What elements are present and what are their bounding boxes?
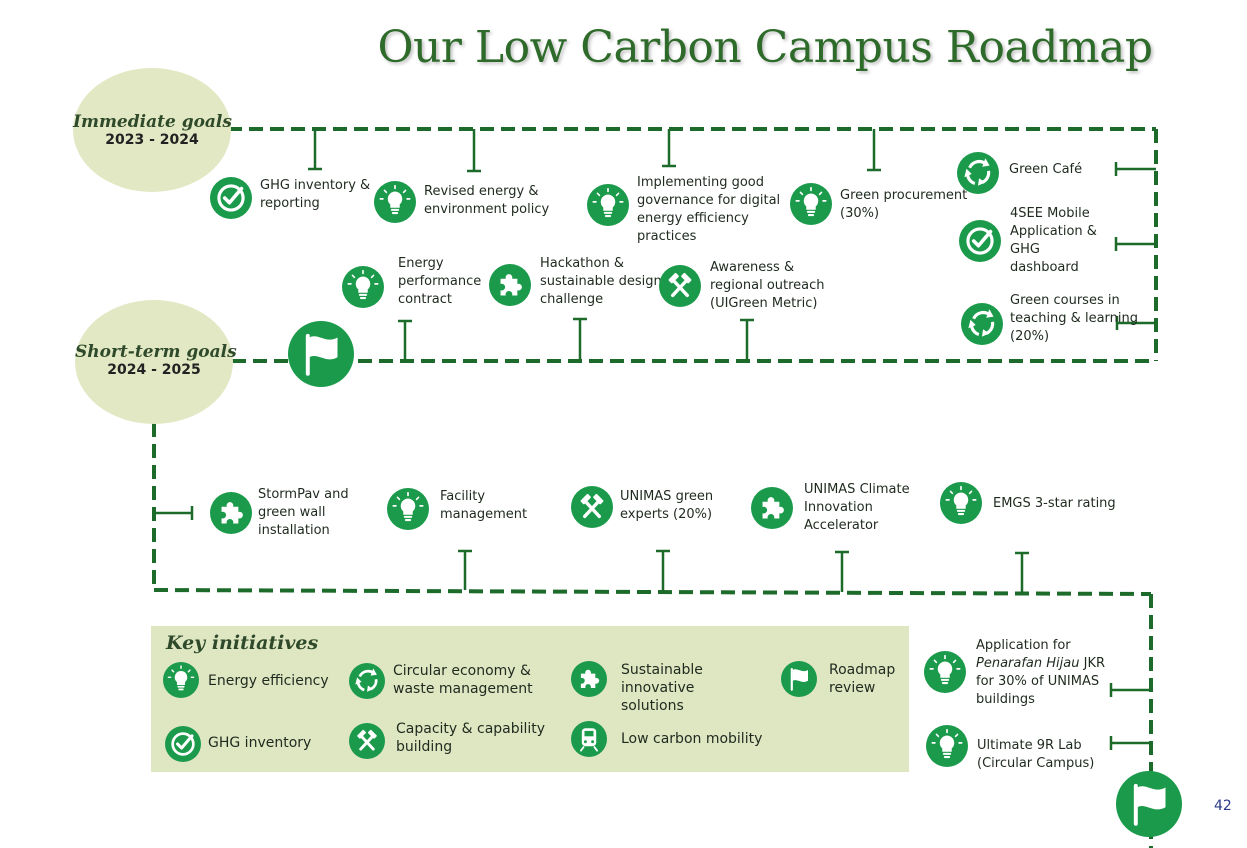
immediate-goals-title: Immediate goals	[73, 112, 232, 132]
item-revised-energy-policy: Revised energy & environment policy	[424, 184, 550, 217]
lightbulb-icon	[342, 266, 384, 308]
item-penarafan-hijau-italic: Penarafan Hijau	[976, 656, 1080, 671]
item-unimas-green-experts: UNIMAS green experts (20%)	[620, 489, 714, 522]
short-term-goals-title: Short-term goals	[75, 342, 237, 362]
ghg-check-icon	[165, 726, 201, 762]
item-penarafan-hijau: Application for Penarafan Hijau JKR for …	[976, 637, 1116, 709]
ki-sustainable-solutions: Sustainable innovative solutions	[621, 662, 703, 714]
flag-icon	[1116, 771, 1182, 837]
puzzle-icon	[751, 487, 793, 529]
puzzle-icon	[489, 264, 531, 306]
immediate-goals-years: 2023 - 2024	[105, 132, 199, 148]
immediate-goals-bubble: Immediate goals 2023 - 2024	[73, 68, 232, 192]
flag-icon	[288, 321, 354, 387]
item-green-courses: Green courses in teaching & learning (20…	[1010, 293, 1138, 344]
lightbulb-icon	[387, 488, 429, 530]
item-stormpav: StormPav and green wall installation	[258, 487, 349, 538]
ghg-check-icon	[210, 177, 252, 219]
ghg-check-icon	[959, 220, 1001, 262]
item-climate-accelerator: UNIMAS Climate Innovation Accelerator	[804, 482, 910, 533]
tools-icon	[571, 486, 613, 528]
item-ghg-inventory-reporting: GHG inventory & reporting	[260, 178, 371, 211]
short-term-goals-bubble: Short-term goals 2024 - 2025	[75, 300, 237, 424]
flag-icon	[781, 661, 817, 697]
lightbulb-icon	[163, 662, 199, 698]
item-ultimate-9r-lab: Ultimate 9R Lab (Circular Campus)	[977, 738, 1095, 771]
ki-ghg-inventory: GHG inventory	[208, 735, 312, 751]
recycle-icon	[349, 663, 385, 699]
lightbulb-icon	[940, 482, 982, 524]
item-energy-performance-contract: Energy performance contract	[398, 256, 482, 307]
lightbulb-icon	[926, 725, 968, 767]
ki-energy-efficiency: Energy efficiency	[208, 673, 329, 689]
train-icon	[571, 721, 607, 757]
ki-capacity-building: Capacity & capability building	[396, 721, 546, 755]
page-title: Our Low Carbon Campus Roadmap	[377, 22, 1153, 73]
item-penarafan-hijau-prefix: Application for	[976, 638, 1071, 653]
item-green-cafe: Green Café	[1009, 162, 1083, 177]
lightbulb-icon	[374, 181, 416, 223]
recycle-icon	[961, 303, 1003, 345]
item-4see-mobile-app: 4SEE Mobile Application & GHG dashboard	[1010, 206, 1097, 275]
item-penarafan-hijau-suffix: JKR for 30% of UNIMAS buildings	[976, 656, 1106, 707]
page-number: 42	[1214, 798, 1232, 814]
short-term-goals-years: 2024 - 2025	[107, 362, 201, 378]
puzzle-icon	[210, 492, 252, 534]
ki-roadmap-review: Roadmap review	[829, 662, 896, 696]
ki-circular-economy: Circular economy & waste management	[393, 663, 533, 697]
item-awareness-outreach: Awareness & regional outreach (UIGreen M…	[710, 260, 825, 311]
ki-low-carbon-mobility: Low carbon mobility	[621, 731, 763, 747]
item-hackathon: Hackathon & sustainable design challenge	[540, 256, 662, 307]
key-initiatives-title: Key initiatives	[166, 632, 319, 654]
tools-icon	[659, 265, 701, 307]
item-emgs-rating: EMGS 3-star rating	[993, 496, 1116, 511]
item-green-procurement: Green procurement (30%)	[840, 188, 968, 221]
item-facility-management: Facility management	[440, 489, 528, 522]
puzzle-icon	[571, 661, 607, 697]
key-initiatives-panel: Key initiatives Energy efficiency Circul…	[151, 626, 909, 772]
lightbulb-icon	[587, 184, 629, 226]
item-good-governance: Implementing good governance for digital…	[637, 175, 781, 244]
lightbulb-icon	[790, 183, 832, 225]
recycle-icon	[957, 152, 999, 194]
lightbulb-icon	[924, 651, 966, 693]
tools-icon	[349, 723, 385, 759]
